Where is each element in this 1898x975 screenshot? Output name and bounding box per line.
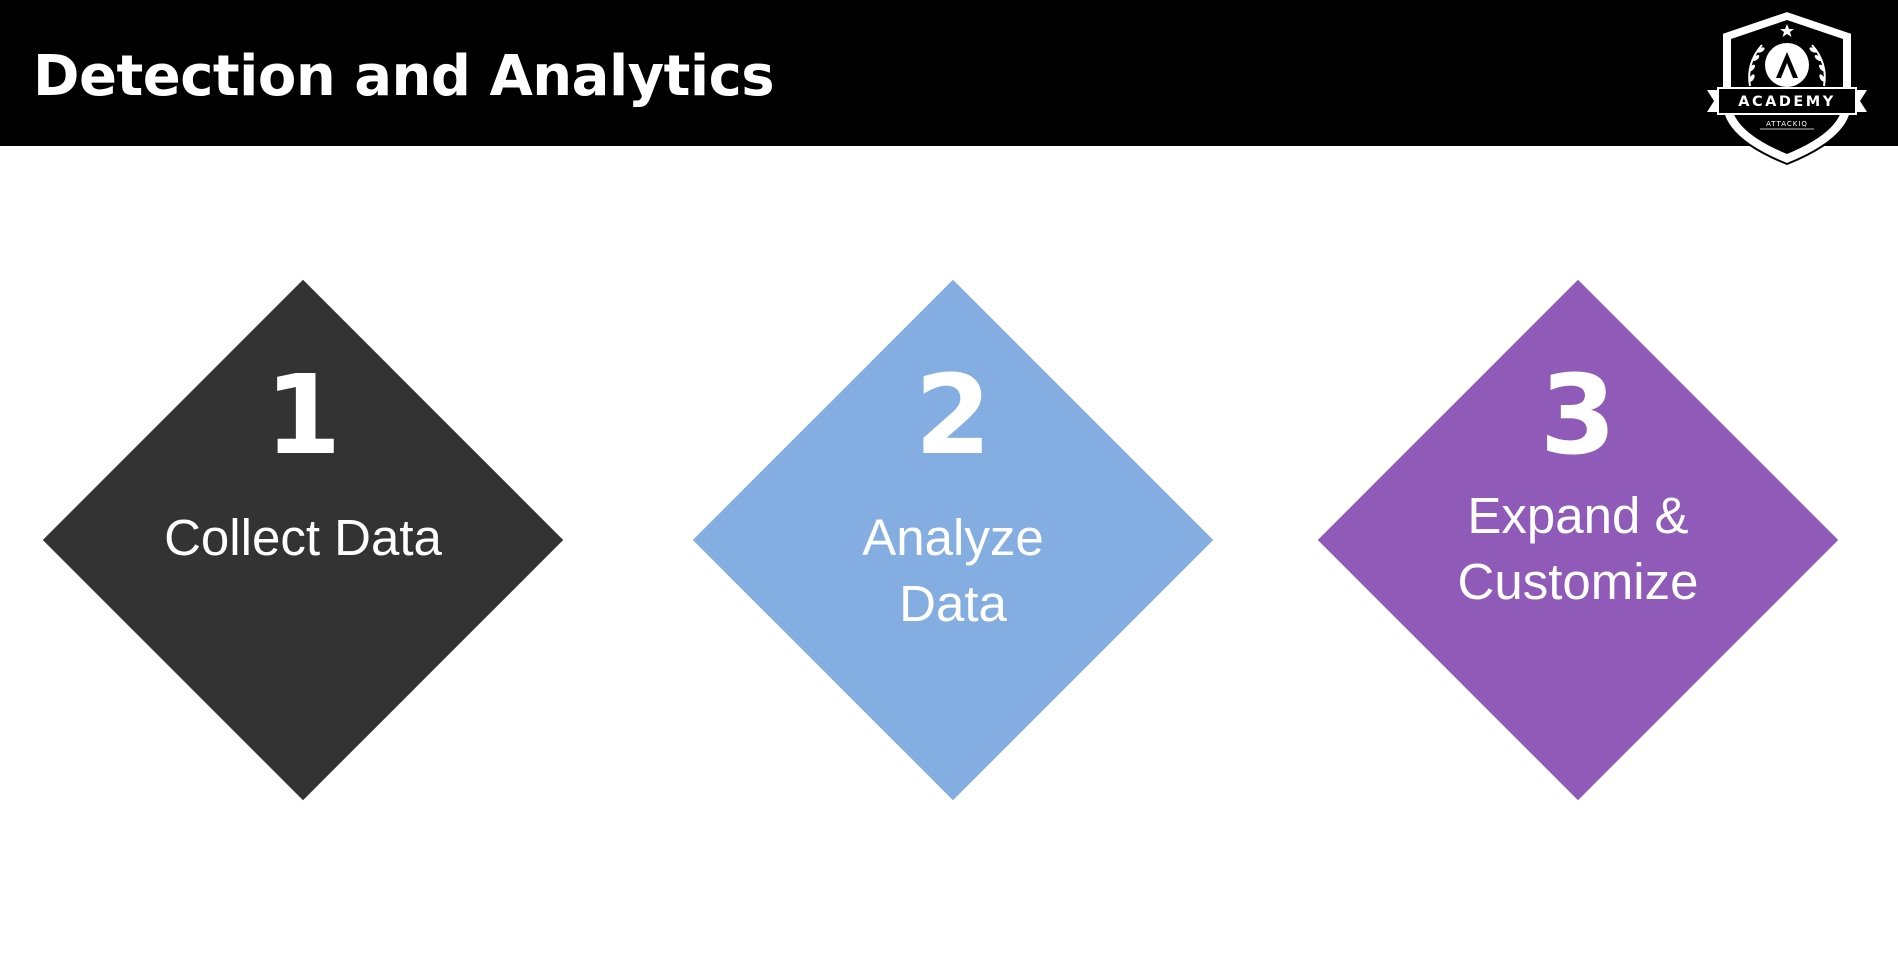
step-number: 1 <box>264 351 342 479</box>
step-analyze-data: 2 Analyze Data <box>692 279 1214 801</box>
academy-shield-icon: ACADEMY ATTACKIQ <box>1707 9 1867 166</box>
slide-title: Detection and Analytics <box>33 44 775 109</box>
step-label: Analyze Data <box>862 509 1044 632</box>
header-bar: Detection and Analytics <box>0 0 1898 166</box>
logo-subtext: ATTACKIQ <box>1766 120 1808 128</box>
step-number: 2 <box>914 351 992 479</box>
step-label: Collect Data <box>164 509 442 566</box>
academy-logo: ACADEMY ATTACKIQ <box>1702 8 1872 168</box>
step-number: 3 <box>1539 351 1617 479</box>
step-expand-customize: 3 Expand & Customize <box>1317 279 1839 801</box>
logo-word: ACADEMY <box>1738 94 1835 110</box>
step-label: Expand & Customize <box>1457 487 1699 610</box>
step-collect-data: 1 Collect Data <box>42 279 564 801</box>
